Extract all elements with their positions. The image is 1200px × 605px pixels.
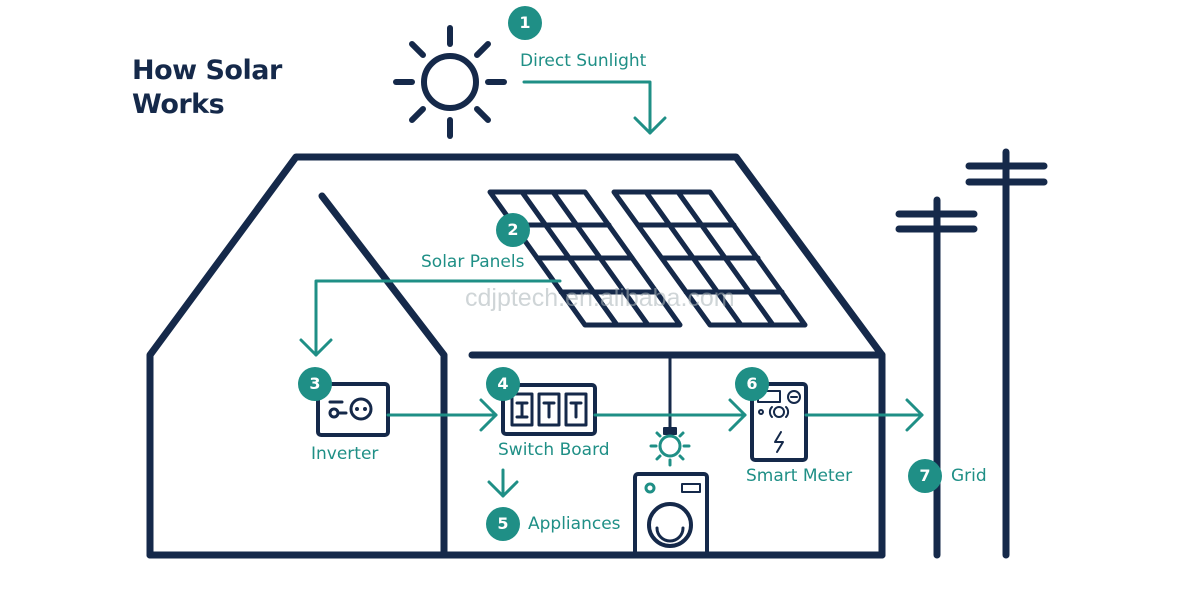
step-badge-6: 6 — [735, 367, 769, 401]
arrow-switch-board-to-appliances — [487, 468, 519, 498]
switch-board-icon — [501, 383, 597, 436]
label-grid: Grid — [951, 466, 987, 486]
arrow-inverter-to-switch-board — [386, 398, 498, 432]
diagram-title: How Solar Works — [132, 54, 282, 122]
step-badge-5: 5 — [486, 507, 520, 541]
house-outline — [146, 153, 886, 559]
step-badge-1: 1 — [508, 6, 542, 40]
step-badge-7: 7 — [908, 459, 942, 493]
step-badge-4: 4 — [486, 367, 520, 401]
arrow-sun-to-panels — [522, 80, 667, 135]
solar-panel-icon — [487, 189, 808, 328]
light-bulb-icon — [649, 356, 691, 467]
title-line-2: Works — [132, 89, 225, 120]
inverter-icon — [316, 382, 390, 437]
sun-icon — [393, 25, 507, 139]
arrow-switch-board-to-meter — [593, 398, 747, 432]
label-appliances: Appliances — [528, 514, 621, 534]
washing-machine-icon — [633, 472, 709, 557]
arrow-panels-to-inverter — [299, 279, 562, 357]
watermark: cdjptech.en.alibaba.com — [465, 284, 735, 312]
label-switch-board: Switch Board — [498, 440, 610, 460]
label-direct-sunlight: Direct Sunlight — [520, 51, 647, 71]
smart-meter-icon — [750, 382, 808, 462]
label-inverter: Inverter — [311, 444, 379, 464]
label-smart-meter: Smart Meter — [746, 466, 853, 486]
arrow-meter-to-grid — [804, 398, 924, 432]
step-badge-2: 2 — [496, 213, 530, 247]
power-pole-icon — [895, 148, 1048, 559]
title-line-1: How Solar — [132, 55, 282, 86]
step-badge-3: 3 — [298, 367, 332, 401]
label-solar-panels: Solar Panels — [421, 252, 525, 272]
